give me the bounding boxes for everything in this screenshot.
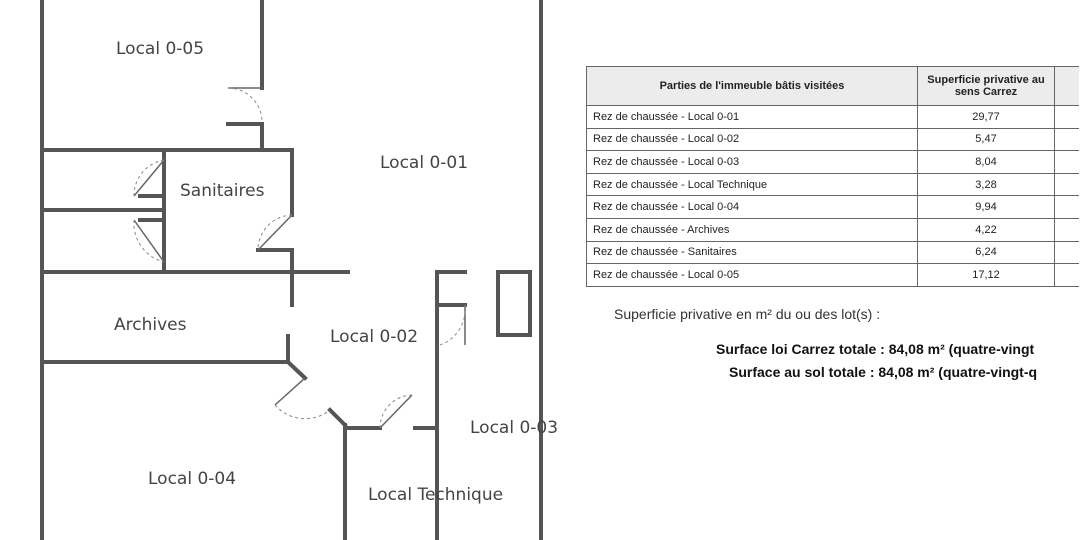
row-extra [1054,195,1079,219]
table-row: Rez de chaussée - Sanitaires 6,24 [586,240,1079,265]
table-row: Rez de chaussée - Local 0-03 8,04 [586,150,1079,174]
room-label-local-0-04: Local 0-04 [148,469,236,489]
row-area: 17,12 [917,263,1055,287]
plan-doors [133,87,466,429]
room-label-local-technique: Local Technique [368,485,503,505]
room-labels: Local 0-05 Local 0-01 Sanitaires Archive… [114,39,558,505]
row-name: Rez de chaussée - Local 0-03 [586,150,918,174]
row-extra [1054,172,1079,197]
row-area: 29,77 [917,105,1055,129]
row-extra [1054,150,1079,174]
table-row: Rez de chaussée - Local Technique 3,28 [586,172,1079,197]
room-label-local-0-03: Local 0-03 [470,418,558,438]
area-table: Parties de l'immeuble bâtis visitées Sup… [586,66,1079,287]
room-label-local-0-05: Local 0-05 [116,39,204,59]
header-extra [1054,66,1079,106]
row-area: 4,22 [917,217,1055,242]
row-name: Rez de chaussée - Archives [586,217,918,242]
row-extra [1054,240,1079,265]
plan-walls [40,0,543,540]
room-label-local-0-02: Local 0-02 [330,327,418,347]
room-label-archives: Archives [114,315,187,335]
row-name: Rez de chaussée - Local 0-05 [586,263,918,287]
row-area: 9,94 [917,195,1055,219]
row-name: Rez de chaussée - Local Technique [586,172,918,197]
row-extra [1054,105,1079,129]
floor-plan: Local 0-05 Local 0-01 Sanitaires Archive… [40,0,558,540]
row-name: Rez de chaussée - Sanitaires [586,240,918,265]
table-row: Rez de chaussée - Local 0-04 9,94 [586,195,1079,219]
table-row: Rez de chaussée - Local 0-05 17,12 [586,263,1079,287]
row-name: Rez de chaussée - Local 0-01 [586,105,918,129]
row-extra [1054,217,1079,242]
room-label-sanitaires: Sanitaires [180,181,265,201]
row-area: 3,28 [917,172,1055,197]
row-area: 5,47 [917,127,1055,152]
row-area: 6,24 [917,240,1055,265]
header-parties: Parties de l'immeuble bâtis visitées [586,66,918,106]
header-superficie: Superficie privative au sens Carrez [917,66,1055,106]
surface-sol-total: Surface au sol totale : 84,08 m² (quatre… [729,364,1038,380]
room-label-local-0-01: Local 0-01 [380,153,468,173]
table-row: Rez de chaussée - Local 0-01 29,77 [586,105,1079,129]
row-extra [1054,263,1079,287]
table-header-row: Parties de l'immeuble bâtis visitées Sup… [586,66,1079,106]
row-name: Rez de chaussée - Local 0-02 [586,127,918,152]
summary-label: Superficie privative en m² du ou des lot… [614,306,881,322]
surface-carrez-total: Surface loi Carrez totale : 84,08 m² (qu… [716,341,1035,357]
row-name: Rez de chaussée - Local 0-04 [586,195,918,219]
table-row: Rez de chaussée - Local 0-02 5,47 [586,127,1079,152]
row-area: 8,04 [917,150,1055,174]
row-extra [1054,127,1079,152]
table-row: Rez de chaussée - Archives 4,22 [586,217,1079,242]
area-table-container: Parties de l'immeuble bâtis visitées Sup… [586,66,1079,287]
